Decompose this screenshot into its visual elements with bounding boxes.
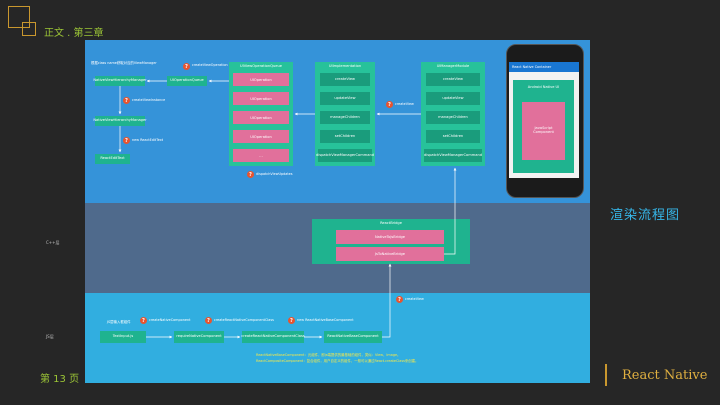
javascript-component-box xyxy=(522,102,565,160)
footer-title: React Native xyxy=(622,368,708,383)
ui-manager-module-title: UIManagerModule xyxy=(436,64,470,68)
step-marker: ? xyxy=(123,137,130,144)
create-view-label: createView xyxy=(395,102,414,106)
bridge-layer-label: C++层 xyxy=(46,240,60,245)
phone-app-bar-title: React Native Container xyxy=(512,65,552,69)
chapter-title: 正文 . 第三章 xyxy=(44,28,104,39)
new-react-edit-text-label: new ReactEditText xyxy=(132,138,164,142)
create-native-component-label: createNativeComponent xyxy=(149,318,191,322)
create-react-native-component-class-box: createReactNativeComponentClass xyxy=(241,331,305,343)
ui-operation-queue-box: UIOperationQueue xyxy=(167,76,207,86)
create-view-instance-label: createViewInstance xyxy=(132,98,166,102)
step-marker: ? xyxy=(288,317,295,324)
impl-create-view: createView xyxy=(320,73,370,86)
viewmanager-note: 根据class name获取对应的ViewManager xyxy=(91,61,157,65)
impl-manage-children: manageChildren xyxy=(320,111,370,124)
step-marker: ? xyxy=(123,97,130,104)
dispatch-view-updates-label: dispatchViewUpdates xyxy=(256,172,293,176)
ui-operation-item: UIOperation xyxy=(233,111,289,124)
ui-operation-item: UIOperation xyxy=(233,73,289,86)
react-native-base-component-box: ReactNativeBaseComponent xyxy=(324,331,382,343)
step-marker: ? xyxy=(386,101,393,108)
android-native-ui-label: Android Native UI xyxy=(527,85,560,89)
slide-caption: 渲染流程图 xyxy=(610,208,681,223)
create-react-native-component-class-label: createReactNativeComponentClass xyxy=(214,318,274,322)
impl-dispatch-command: dispatchViewManagerCommand xyxy=(316,149,374,162)
footer-divider xyxy=(605,364,607,386)
impl-set-children: setChildren xyxy=(320,130,370,143)
footnote-base-component: ReactNativeBaseComponent：元组件，即js端提供的最基础的… xyxy=(256,353,401,357)
impl-update-view: updateView xyxy=(320,92,370,105)
js-input-component-note: JS层输入框组件 xyxy=(107,320,131,324)
text-input-js-box: TextInput.js xyxy=(100,331,146,343)
ui-operation-item: UIOperation xyxy=(233,92,289,105)
javascript-component-label: JavaScript Component xyxy=(533,126,554,134)
module-dispatch-command: dispatchViewManagerCommand xyxy=(424,149,482,162)
react-edit-text-box: ReactEditText xyxy=(95,154,130,164)
module-manage-children: manageChildren xyxy=(426,111,480,124)
module-create-view: createView xyxy=(426,73,480,86)
native-to-js-bridge: NativeToJsBridge xyxy=(336,230,444,244)
step-marker: ? xyxy=(247,171,254,178)
native-view-hierarchy-manager-box-2: NativeViewHierarchyManager xyxy=(93,116,147,126)
step-marker: ? xyxy=(140,317,147,324)
new-react-native-base-component-label: new ReactNativeBaseComponent xyxy=(297,318,354,322)
logo-square-small xyxy=(22,22,36,36)
create-view-operation-label: createViewOperation xyxy=(192,63,228,67)
react-bridge-title: ReactBridge xyxy=(380,221,402,225)
require-native-component-box: requireNativeComponent xyxy=(174,331,224,343)
ui-implementation-title: UIImplementation xyxy=(328,64,362,68)
module-set-children: setChildren xyxy=(426,130,480,143)
js-to-native-bridge: JsToNativeBridge xyxy=(336,247,444,261)
ui-view-operation-queue-title: UIViewOperationQueue xyxy=(240,64,282,68)
footnote-composite-component: ReactCompositeComponent：复合组件，用户自定义的组件，一般… xyxy=(256,359,419,363)
native-view-hierarchy-manager-box-1: NativeViewHierarchyManager xyxy=(93,76,147,86)
bridge-create-view-label: createView xyxy=(405,297,424,301)
ui-operation-item: UIOperation xyxy=(233,130,289,143)
step-marker: ? xyxy=(183,63,190,70)
phone-app-bar xyxy=(509,62,579,72)
js-layer-label: JS层 xyxy=(46,334,54,339)
module-update-view: updateView xyxy=(426,92,480,105)
step-marker: ? xyxy=(396,296,403,303)
page-number: 第 13 页 xyxy=(40,374,80,385)
logo-square-large xyxy=(8,6,30,28)
step-marker: ? xyxy=(205,317,212,324)
ui-operation-item: ... xyxy=(233,149,289,162)
